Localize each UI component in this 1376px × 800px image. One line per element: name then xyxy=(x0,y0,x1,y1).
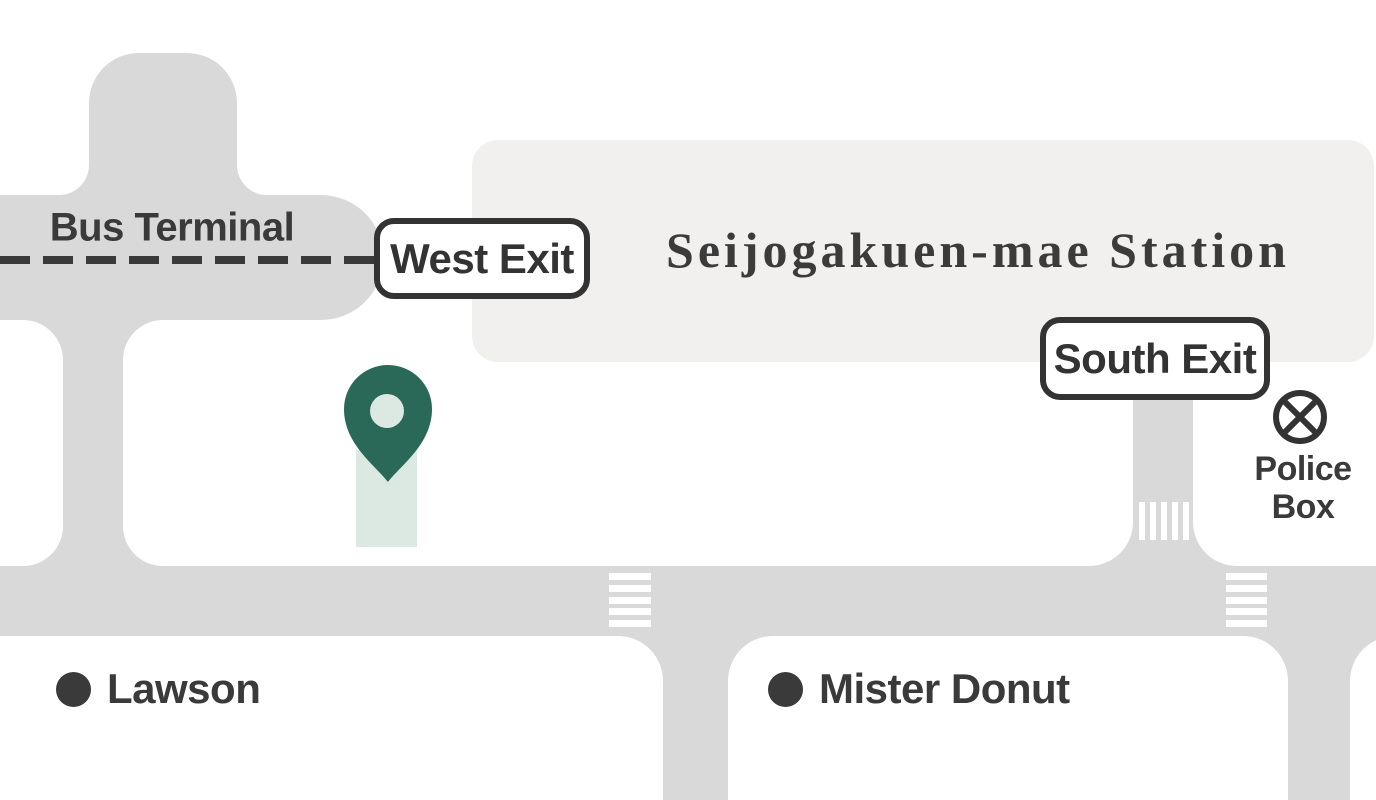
road-fillet xyxy=(123,320,163,360)
road-fillet xyxy=(1089,522,1133,566)
road-fillet xyxy=(1243,636,1288,681)
road-fillet xyxy=(23,526,63,566)
west-exit-label: West Exit xyxy=(390,234,574,282)
station-building xyxy=(472,140,1374,362)
landmark-label: Lawson xyxy=(107,665,261,712)
bus-terminal-label: Bus Terminal xyxy=(49,205,295,250)
crosswalk-east xyxy=(1226,573,1267,627)
police-box-label-line2: Box xyxy=(1271,488,1335,526)
south-exit-label: South Exit xyxy=(1053,334,1257,382)
landmark-dot-icon xyxy=(56,671,91,707)
road-lower-center xyxy=(663,632,728,800)
south-exit-badge: South Exit xyxy=(1040,317,1270,400)
road-fillet xyxy=(618,636,663,681)
road-fillet xyxy=(123,526,163,566)
road-main-horizontal xyxy=(0,566,1376,636)
station-name: Seijogakuen-mae Station xyxy=(666,222,1290,278)
police-box-icon xyxy=(1273,390,1327,444)
road-fillet xyxy=(1350,636,1376,681)
road-fillet xyxy=(728,636,773,681)
crosswalk-center xyxy=(609,573,651,627)
road-fillet xyxy=(237,165,267,195)
road-lower-right xyxy=(1288,632,1350,800)
police-box-label: Police Box xyxy=(1254,450,1352,526)
landmark-mister-donut: Mister Donut xyxy=(768,665,1070,712)
crosswalk-south-exit xyxy=(1139,502,1189,540)
road-fillet xyxy=(1193,522,1237,566)
landmark-lawson: Lawson xyxy=(56,665,261,712)
crosswalks xyxy=(609,502,1267,627)
bus-terminal-area xyxy=(89,53,237,220)
road-west-vertical xyxy=(63,280,123,580)
police-box-label-line1: Police xyxy=(1254,450,1352,488)
road-fillet xyxy=(23,320,63,360)
landmark-dot-icon xyxy=(768,671,803,707)
road-fillet xyxy=(59,165,89,195)
west-exit-badge: West Exit xyxy=(374,218,590,299)
landmark-label: Mister Donut xyxy=(819,665,1070,712)
destination-pin-icon xyxy=(344,365,432,482)
